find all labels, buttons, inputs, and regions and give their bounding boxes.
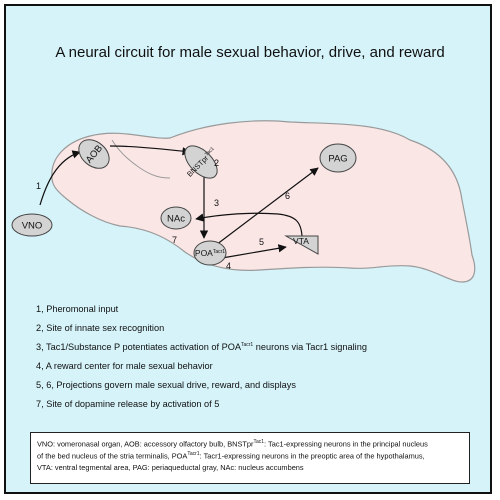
poa-superscript: Tacr1 <box>213 249 225 255</box>
arrow-aob-bnst <box>109 145 191 156</box>
vta-label: VTA <box>293 236 309 246</box>
arrow-number-3: 3 <box>214 198 219 208</box>
brain-outline <box>51 120 476 283</box>
vno-node <box>11 213 53 237</box>
bnstpr-node <box>184 145 218 179</box>
glossary-line-1: VNO: vomeronasal organ, AOB: accessory o… <box>37 439 428 449</box>
aob-node <box>78 139 110 169</box>
arrow-number-4: 4 <box>226 261 231 271</box>
vno-label: VNO <box>22 221 43 232</box>
note-4: 4, A reward center for male sexual behav… <box>36 361 213 371</box>
note-3-superscript: Tacr1 <box>240 342 254 348</box>
note-1: 1, Pheromonal input <box>36 304 119 314</box>
note-6: 7, Site of dopamine release by activatio… <box>36 399 220 409</box>
arrow-6 <box>211 167 319 249</box>
note-2: 2, Site of innate sex recognition <box>36 323 165 333</box>
bnstpr-superscript: Tac1 <box>204 146 216 158</box>
arrow-number-6: 6 <box>285 191 290 201</box>
olfactory-contour <box>111 139 171 179</box>
glossary-line-3: VTA: ventral tegmental area, PAG: periaq… <box>37 462 304 472</box>
nac-label: NAc <box>167 214 185 225</box>
arrow-7 <box>195 212 303 237</box>
pag-label: PAG <box>328 154 347 165</box>
nac-node <box>160 206 192 230</box>
arrow-1 <box>39 150 81 206</box>
note-5: 5, 6, Projections govern male sexual dri… <box>36 380 296 390</box>
vta-node <box>284 235 319 255</box>
arrow-5 <box>221 244 287 259</box>
arrow-number-5: 5 <box>259 237 264 247</box>
poa-node <box>193 240 227 266</box>
note-3: 3, Tac1/Substance P potentiates activati… <box>36 342 367 353</box>
pag-node <box>319 143 357 173</box>
arrow-number-2: 2 <box>214 158 219 168</box>
poa-text: POA <box>195 248 213 258</box>
poa-label: POATacr1 <box>195 248 225 258</box>
abbreviation-glossary: VNO: vomeronasal organ, AOB: accessory o… <box>30 432 470 484</box>
figure-title: A neural circuit for male sexual behavio… <box>55 44 445 61</box>
arrow-number-7: 7 <box>172 235 177 245</box>
arrow-number-1: 1 <box>36 181 41 191</box>
glossary-line-2: of the bed nucleus of the stria terminal… <box>37 451 425 461</box>
